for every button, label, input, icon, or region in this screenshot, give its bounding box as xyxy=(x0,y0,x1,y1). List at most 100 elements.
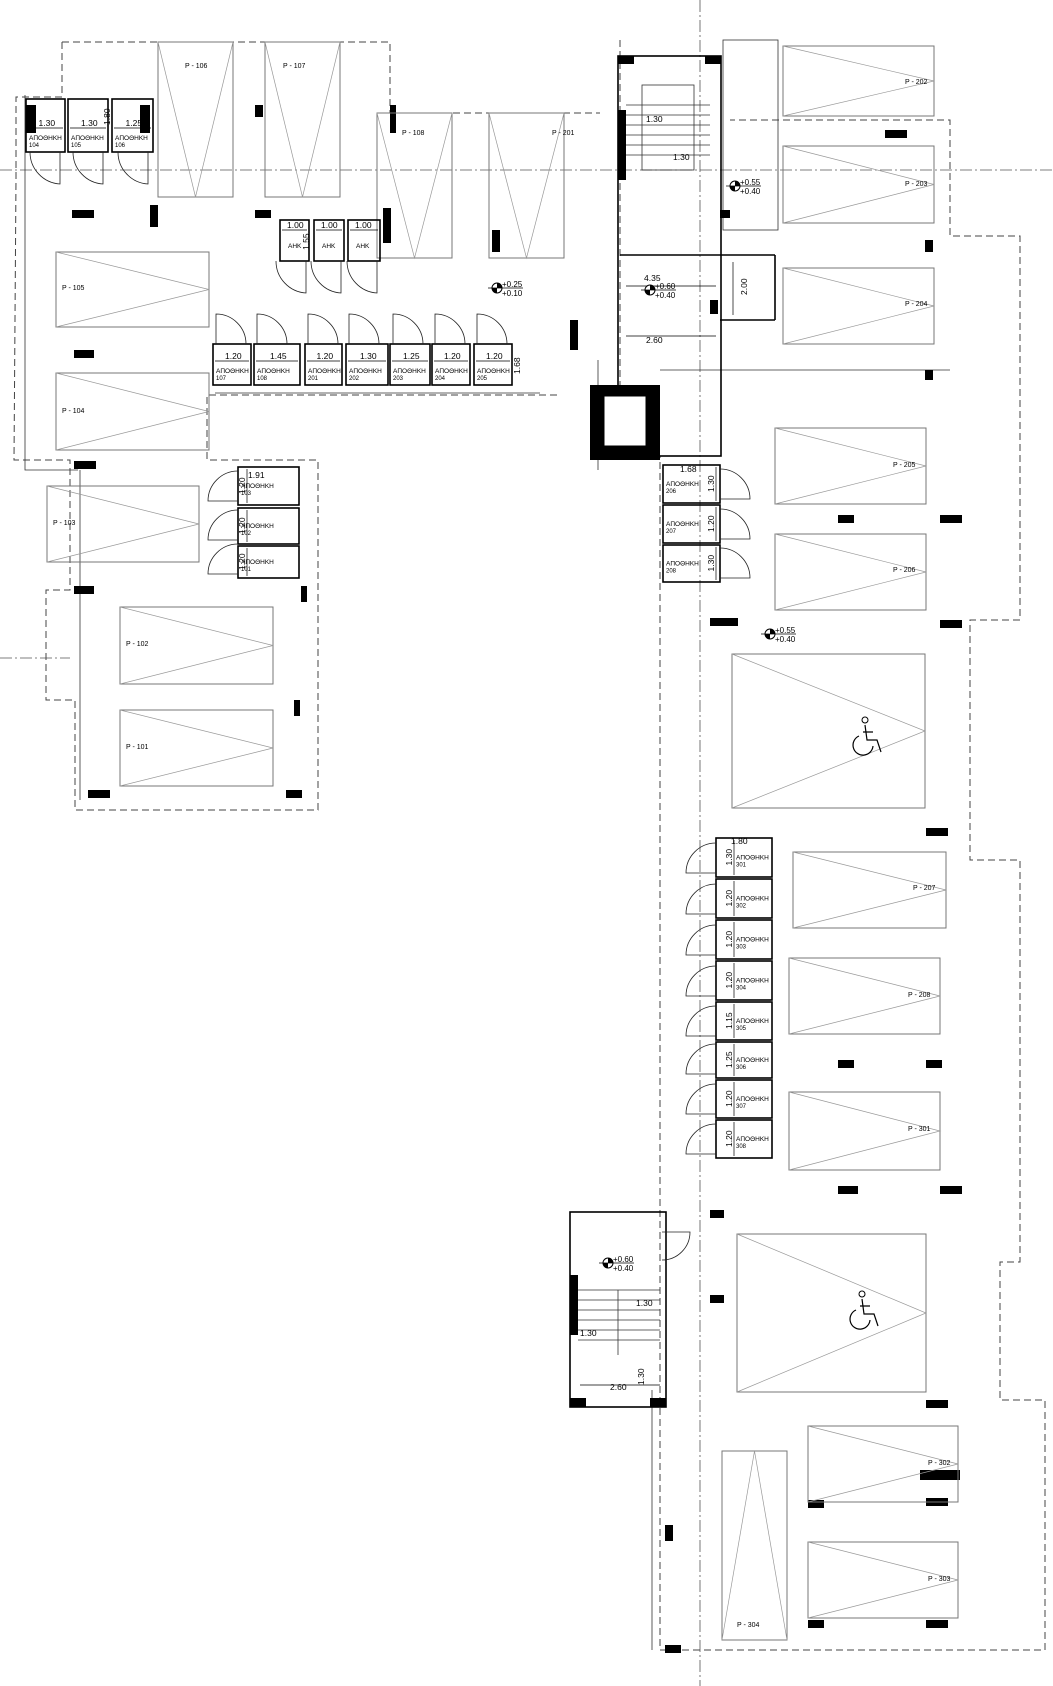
storage-label: ΑΠΟΘΗΚΗ xyxy=(736,1018,769,1025)
stair-treads xyxy=(626,104,710,156)
dimension-text: 1.25 xyxy=(126,118,143,128)
column xyxy=(26,105,36,133)
parking-marking xyxy=(807,1425,959,1503)
dimension-text: 1.91 xyxy=(248,470,265,480)
storage-label: ΑΠΟΘΗΚΗ xyxy=(477,368,510,375)
level-top: +0.60 xyxy=(613,1255,634,1264)
storage-number: 206 xyxy=(666,489,677,495)
parking-label: P - 302 xyxy=(928,1460,951,1467)
storage-number: 101 xyxy=(241,567,252,573)
parking-label: P - 303 xyxy=(928,1576,951,1583)
column xyxy=(710,1295,724,1303)
column xyxy=(286,790,302,798)
level-bottom: +0.40 xyxy=(655,291,676,300)
parking-space: P - 106 xyxy=(157,41,234,198)
level-marker: +0.60+0.40 xyxy=(599,1255,634,1273)
column xyxy=(74,461,96,469)
door-swing xyxy=(392,313,424,345)
storage-label: ΑΠΟΘΗΚΗ xyxy=(216,368,249,375)
dimension-text: 1.20 xyxy=(237,477,247,494)
dimension-text: 1.20 xyxy=(237,553,247,570)
dimension-text: 1.00 xyxy=(321,220,338,230)
column xyxy=(838,1060,854,1068)
dimension-text: 2.00 xyxy=(739,278,749,295)
storage-label: ΑΠΟΘΗΚΗ xyxy=(736,1057,769,1064)
storage-label: ΑΠΟΘΗΚΗ xyxy=(666,561,699,568)
dimension-text: 1.30 xyxy=(706,555,716,572)
door-swing xyxy=(434,313,466,345)
storage-label: ΑΠΟΘΗΚΗ xyxy=(349,368,382,375)
wheelchair-icon-head xyxy=(861,716,869,724)
storage-rooms: ΑΠΟΘΗΚΗ1041.30ΑΠΟΘΗΚΗ1051.30ΑΠΟΘΗΚΗ1061.… xyxy=(25,98,773,1159)
door-swing xyxy=(275,260,307,294)
dimension-text: 1.68 xyxy=(512,357,522,374)
column xyxy=(940,620,962,628)
parking-space: P - 304 xyxy=(721,1450,788,1641)
storage-walls xyxy=(304,343,343,386)
column xyxy=(74,350,94,358)
storage-walls xyxy=(253,343,301,386)
parking-marking xyxy=(774,427,927,505)
storage-label: ΑΠΟΘΗΚΗ xyxy=(115,135,148,142)
storage-label: ΑΠΟΘΗΚΗ xyxy=(435,368,468,375)
door-swing xyxy=(685,1083,717,1115)
parking-space: P - 203 xyxy=(782,145,935,224)
dimension-text: 1.20 xyxy=(706,515,716,532)
column xyxy=(74,586,94,594)
storage-walls xyxy=(715,878,773,919)
storage-number: 103 xyxy=(241,491,252,497)
storage-walls xyxy=(389,343,431,386)
door-swing xyxy=(256,313,288,345)
stair-core-top xyxy=(590,39,779,460)
storage-walls xyxy=(662,544,721,583)
dimension-text: 1.00 xyxy=(355,220,372,230)
column xyxy=(940,1186,962,1194)
dimension-text: 1.30 xyxy=(360,351,377,361)
structural-columns xyxy=(26,105,962,1653)
storage-number: 102 xyxy=(241,531,252,537)
column xyxy=(926,1620,948,1628)
door-swing xyxy=(719,508,751,540)
door-swing xyxy=(685,965,717,997)
parking-space: P - 301 xyxy=(788,1091,942,1171)
level-marker: +0.55+0.40 xyxy=(761,626,796,644)
storage-number: 203 xyxy=(393,376,404,382)
parking-marking xyxy=(788,1091,942,1171)
storage-walls xyxy=(662,464,721,504)
door-swing xyxy=(29,151,61,185)
storage-label: ΑΠΟΘΗΚΗ xyxy=(666,521,699,528)
column xyxy=(383,208,391,243)
dimension-text: 1.55 xyxy=(301,233,311,250)
door-swing xyxy=(685,1005,717,1037)
utility-walls xyxy=(279,219,310,262)
storage-walls xyxy=(715,837,773,878)
storage-number: 207 xyxy=(666,529,677,535)
parking-label: P - 108 xyxy=(402,130,425,137)
wheelchair-icon-wheel xyxy=(849,1309,871,1330)
storage-number: 308 xyxy=(736,1144,747,1150)
parking-label: P - 101 xyxy=(126,744,149,751)
column xyxy=(301,586,307,602)
storage-walls xyxy=(715,1001,773,1041)
parking-marking xyxy=(46,485,200,563)
door-swing xyxy=(685,842,717,874)
level-bottom: +0.40 xyxy=(775,635,796,644)
parking-marking xyxy=(782,267,935,345)
dimension-text: 1.20 xyxy=(724,931,734,948)
storage-number: 108 xyxy=(257,376,268,382)
column xyxy=(926,1060,942,1068)
column xyxy=(665,1645,681,1653)
